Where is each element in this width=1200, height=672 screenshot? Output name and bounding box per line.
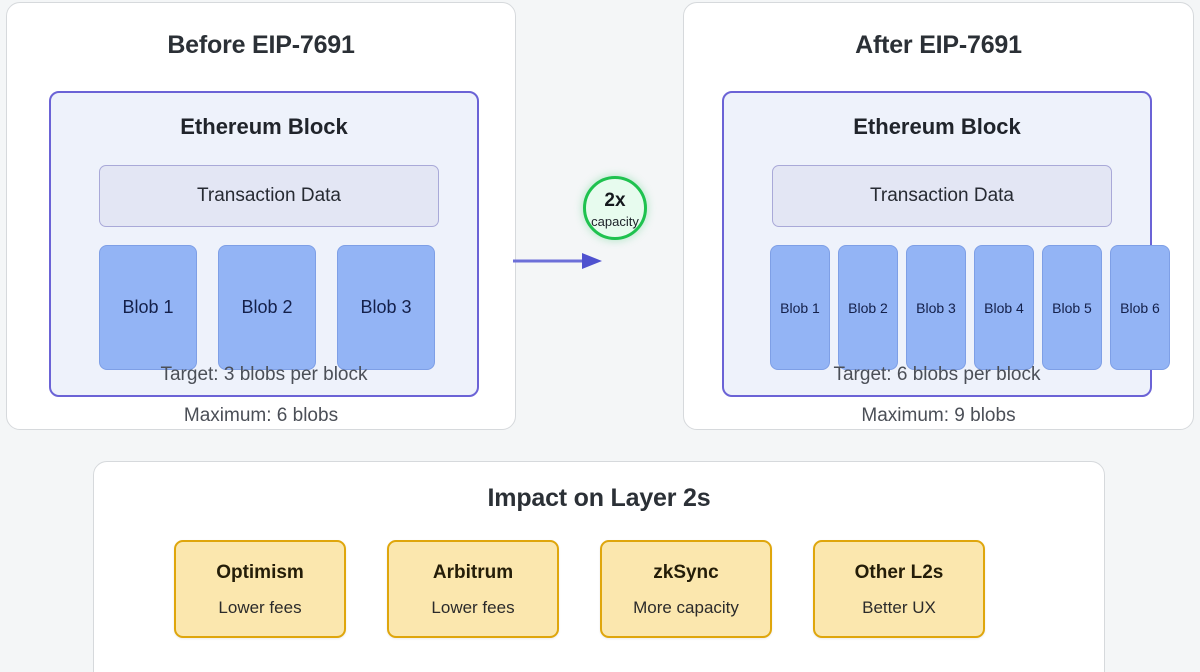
after-blob-row: Blob 1 Blob 2 Blob 3 Blob 4 Blob 5 Blob … bbox=[770, 245, 1170, 370]
l2-card-row: Optimism Lower fees Arbitrum Lower fees … bbox=[174, 540, 985, 638]
impact-panel-title: Impact on Layer 2s bbox=[487, 484, 711, 512]
after-target-label: Target: 6 blobs per block bbox=[833, 364, 1041, 385]
before-maximum-label: Maximum: 6 blobs bbox=[183, 405, 339, 426]
before-blob-3: Blob 3 bbox=[337, 245, 435, 370]
after-ethereum-block-title: Ethereum Block bbox=[853, 114, 1021, 139]
before-ethereum-block: Ethereum Block Transaction Data Blob 1 B… bbox=[49, 91, 479, 397]
arrow-right-icon bbox=[513, 253, 602, 269]
after-blob-5: Blob 5 bbox=[1042, 245, 1102, 370]
after-panel: After EIP-7691 Ethereum Block Transactio… bbox=[683, 2, 1194, 430]
before-panel: Before EIP-7691 Ethereum Block Transacti… bbox=[6, 2, 516, 430]
after-blob-2: Blob 2 bbox=[838, 245, 898, 370]
after-maximum-label: Maximum: 9 blobs bbox=[861, 405, 1016, 426]
l2-card-zksync: zkSync More capacity bbox=[600, 540, 772, 638]
before-target-label: Target: 3 blobs per block bbox=[160, 364, 368, 385]
after-ethereum-block: Ethereum Block Transaction Data Blob 1 B… bbox=[722, 91, 1170, 397]
before-transaction-data: Transaction Data bbox=[99, 165, 439, 227]
l2-card-other: Other L2s Better UX bbox=[813, 540, 985, 638]
impact-panel: Impact on Layer 2s Optimism Lower fees A… bbox=[93, 461, 1105, 672]
before-blob-1: Blob 1 bbox=[99, 245, 197, 370]
capacity-badge-value: 2x bbox=[604, 189, 626, 211]
l2-card-optimism-name: Optimism bbox=[216, 561, 304, 583]
after-blob-3: Blob 3 bbox=[906, 245, 966, 370]
capacity-badge: 2x capacity bbox=[583, 176, 647, 240]
l2-card-optimism-desc: Lower fees bbox=[218, 597, 302, 617]
after-blob-6: Blob 6 bbox=[1110, 245, 1170, 370]
before-panel-title: Before EIP-7691 bbox=[167, 31, 355, 59]
before-blob-2: Blob 2 bbox=[218, 245, 316, 370]
capacity-badge-label: capacity bbox=[591, 213, 639, 229]
l2-card-arbitrum-desc: Lower fees bbox=[431, 597, 515, 617]
l2-card-other-name: Other L2s bbox=[854, 561, 944, 583]
after-blob-4: Blob 4 bbox=[974, 245, 1034, 370]
l2-card-arbitrum-name: Arbitrum bbox=[432, 561, 514, 583]
before-ethereum-block-title: Ethereum Block bbox=[180, 114, 348, 139]
after-transaction-data: Transaction Data bbox=[772, 165, 1112, 227]
after-panel-title: After EIP-7691 bbox=[855, 31, 1022, 59]
after-blob-1: Blob 1 bbox=[770, 245, 830, 370]
l2-card-arbitrum: Arbitrum Lower fees bbox=[387, 540, 559, 638]
l2-card-other-desc: Better UX bbox=[862, 597, 936, 617]
l2-card-optimism: Optimism Lower fees bbox=[174, 540, 346, 638]
l2-card-zksync-desc: More capacity bbox=[633, 597, 739, 617]
l2-card-zksync-name: zkSync bbox=[653, 561, 719, 583]
before-blob-row: Blob 1 Blob 2 Blob 3 bbox=[99, 245, 435, 370]
